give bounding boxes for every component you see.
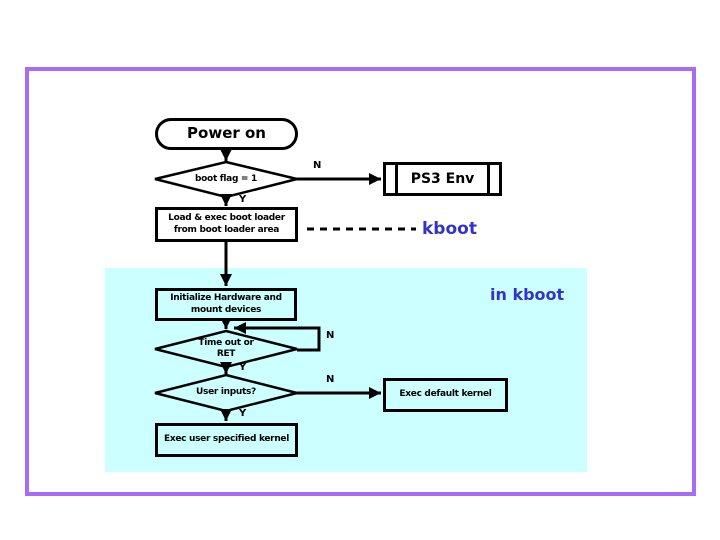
node-user-inputs-label: User inputs? xyxy=(155,375,297,411)
boot-flag-text: boot flag = 1 xyxy=(195,173,257,184)
timeout-line2: RET xyxy=(216,349,236,359)
node-exec-default-kernel: Exec default kernel xyxy=(383,378,508,412)
init-hw-line2: mount devices xyxy=(190,304,262,315)
node-power-on: Power on xyxy=(155,118,298,150)
branch-boot-flag-no: N xyxy=(313,160,322,171)
load-loader-line1: Load & exec boot loader xyxy=(168,212,285,223)
exec-default-text: Exec default kernel xyxy=(399,389,492,400)
load-loader-line2: from boot loader area xyxy=(173,224,280,235)
predef-bar-right xyxy=(487,165,490,193)
node-initialize-hardware: Initialize Hardware and mount devices xyxy=(155,288,297,321)
exec-user-text: Exec user specified kernel xyxy=(163,434,290,445)
branch-user-inputs-yes: Y xyxy=(239,408,247,419)
branch-boot-flag-yes: Y xyxy=(239,194,247,205)
timeout-line1: Time out or xyxy=(198,337,254,348)
node-boot-flag-label: boot flag = 1 xyxy=(155,162,297,197)
annotation-in-kboot: in kboot xyxy=(490,285,565,304)
node-load-boot-loader: Load & exec boot loader from boot loader… xyxy=(155,207,298,242)
outer-frame-border xyxy=(25,67,696,496)
node-exec-user-kernel: Exec user specified kernel xyxy=(155,423,298,457)
branch-timeout-no: N xyxy=(326,330,335,341)
ps3-env-text: PS3 Env xyxy=(410,170,475,187)
annotation-kboot: kboot xyxy=(422,219,477,239)
node-ps3-env: PS3 Env xyxy=(383,162,502,196)
node-timeout-label: Time out or RET xyxy=(155,331,297,367)
init-hw-line1: Initialize Hardware and xyxy=(170,292,282,303)
node-power-on-label: Power on xyxy=(187,124,266,143)
predef-bar-left xyxy=(395,165,398,193)
branch-timeout-yes: Y xyxy=(239,362,247,373)
branch-user-inputs-no: N xyxy=(326,374,335,385)
user-inputs-text: User inputs? xyxy=(196,387,256,398)
